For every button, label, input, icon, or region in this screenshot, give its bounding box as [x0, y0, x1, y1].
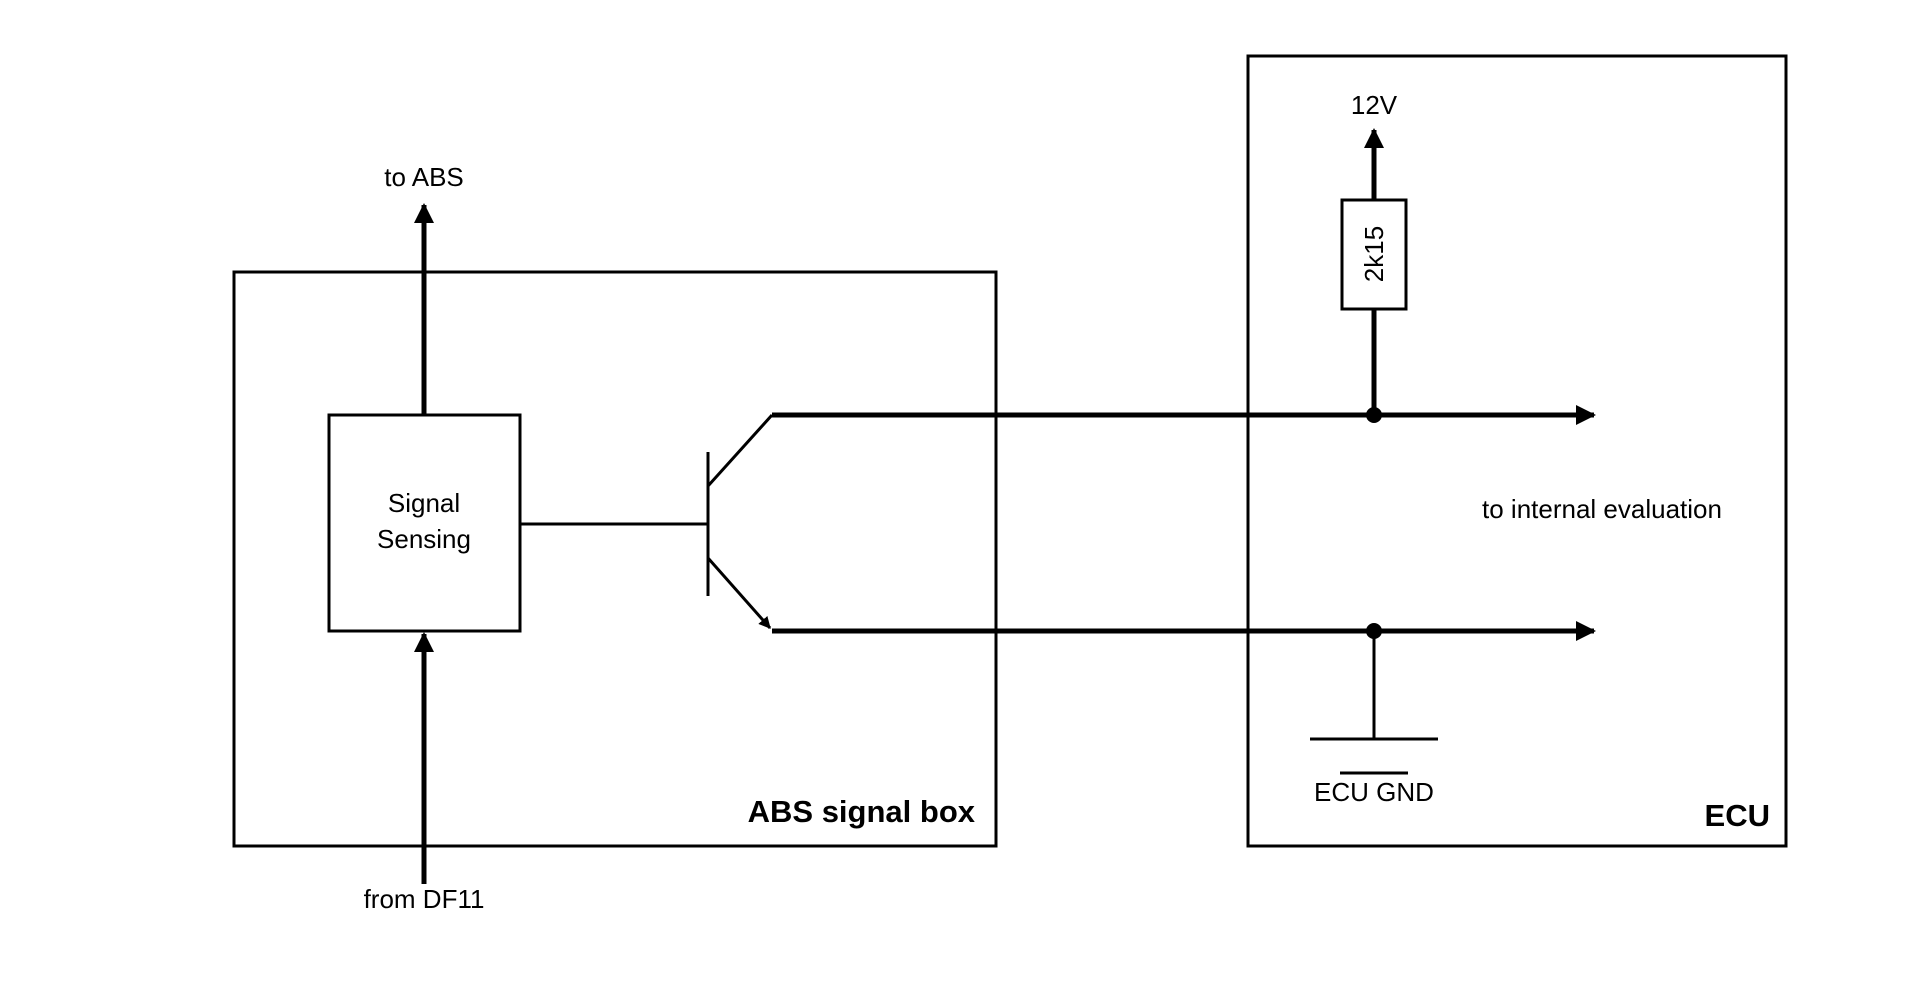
- resistor-icon: 2k15: [1340, 198, 1408, 311]
- ecu-box: [1246, 54, 1788, 848]
- to-internal-evaluation-label: to internal evaluation: [1482, 494, 1722, 524]
- abs-signal-box-label: ABS signal box: [748, 794, 976, 829]
- ground-label: ECU GND: [1314, 777, 1434, 807]
- supply-label: 12V: [1351, 90, 1398, 120]
- abs-signal-box: [232, 270, 998, 848]
- npn-transistor-icon: [706, 413, 774, 629]
- signal-sensing-label-line1: Signal: [388, 488, 460, 518]
- to-abs-label: to ABS: [384, 162, 464, 192]
- resistor-label: 2k15: [1359, 226, 1389, 282]
- ecu-box-label: ECU: [1705, 798, 1770, 833]
- from-df11-label: from DF11: [364, 884, 485, 914]
- ground-icon: [1310, 631, 1438, 775]
- signal-sensing-label-line2: Sensing: [377, 524, 471, 554]
- signal-sensing-block: [327, 413, 522, 633]
